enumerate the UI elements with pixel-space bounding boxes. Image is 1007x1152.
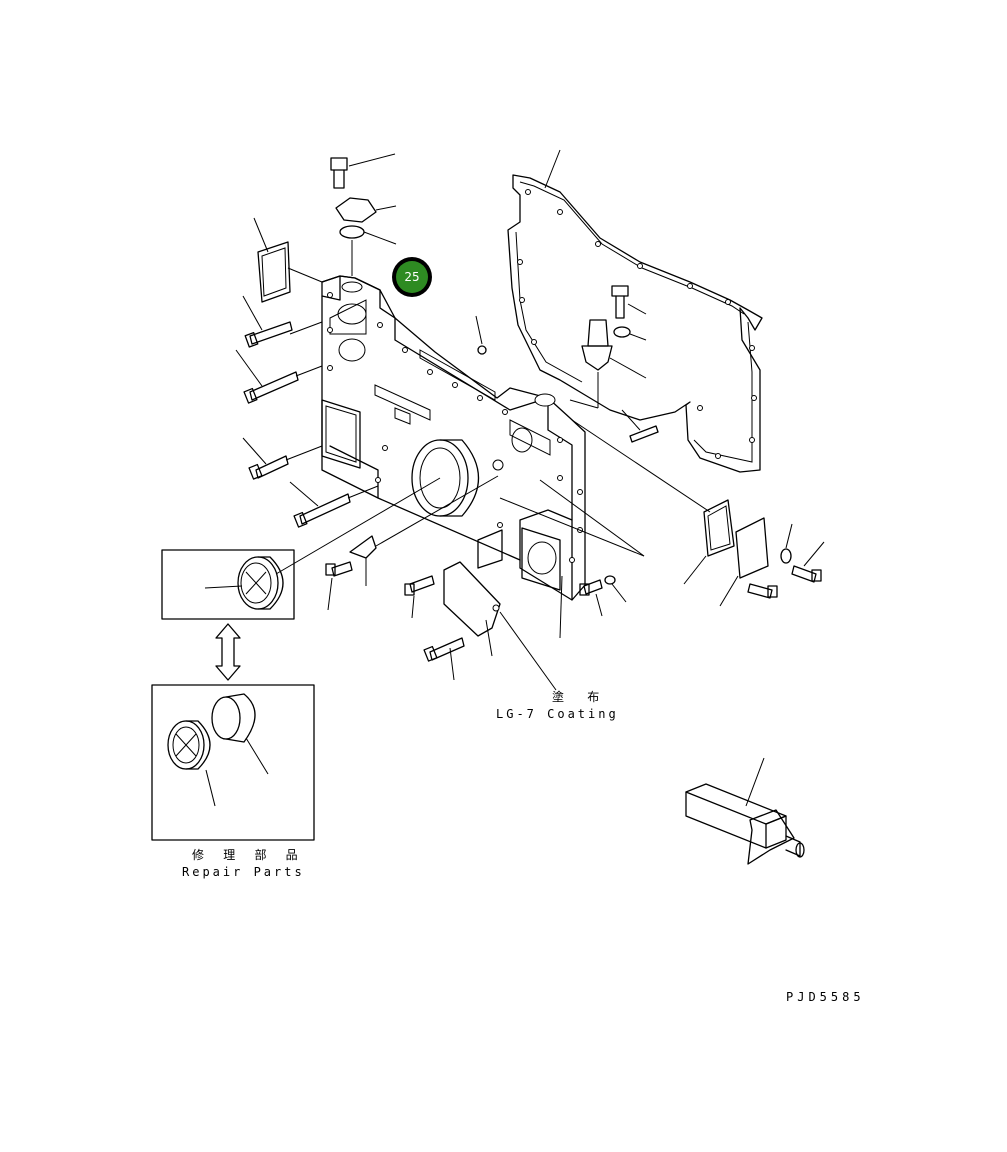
seal-tool [685,757,805,865]
seal-box-top [161,477,441,620]
lower-center-parts [325,475,645,691]
callout-25-marker[interactable]: 25 [392,257,432,297]
right-small-parts [569,285,825,617]
double-arrow [215,623,241,681]
coating-note-jp: 塗 布 [552,690,608,704]
gear-case-gasket [507,174,763,473]
gear-case [321,275,586,601]
left-bolts [235,295,379,528]
gasket-leader [544,149,561,189]
top-small-parts [253,153,487,355]
repair-parts-en: Repair Parts [182,865,305,879]
drawing-number: PJD5585 [786,990,865,1004]
repair-parts-jp: 修 理 部 品 [192,848,304,862]
coating-note-en: LG-7 Coating [496,707,619,721]
callout-number: 25 [396,261,428,293]
seal-box-repair [151,684,315,841]
